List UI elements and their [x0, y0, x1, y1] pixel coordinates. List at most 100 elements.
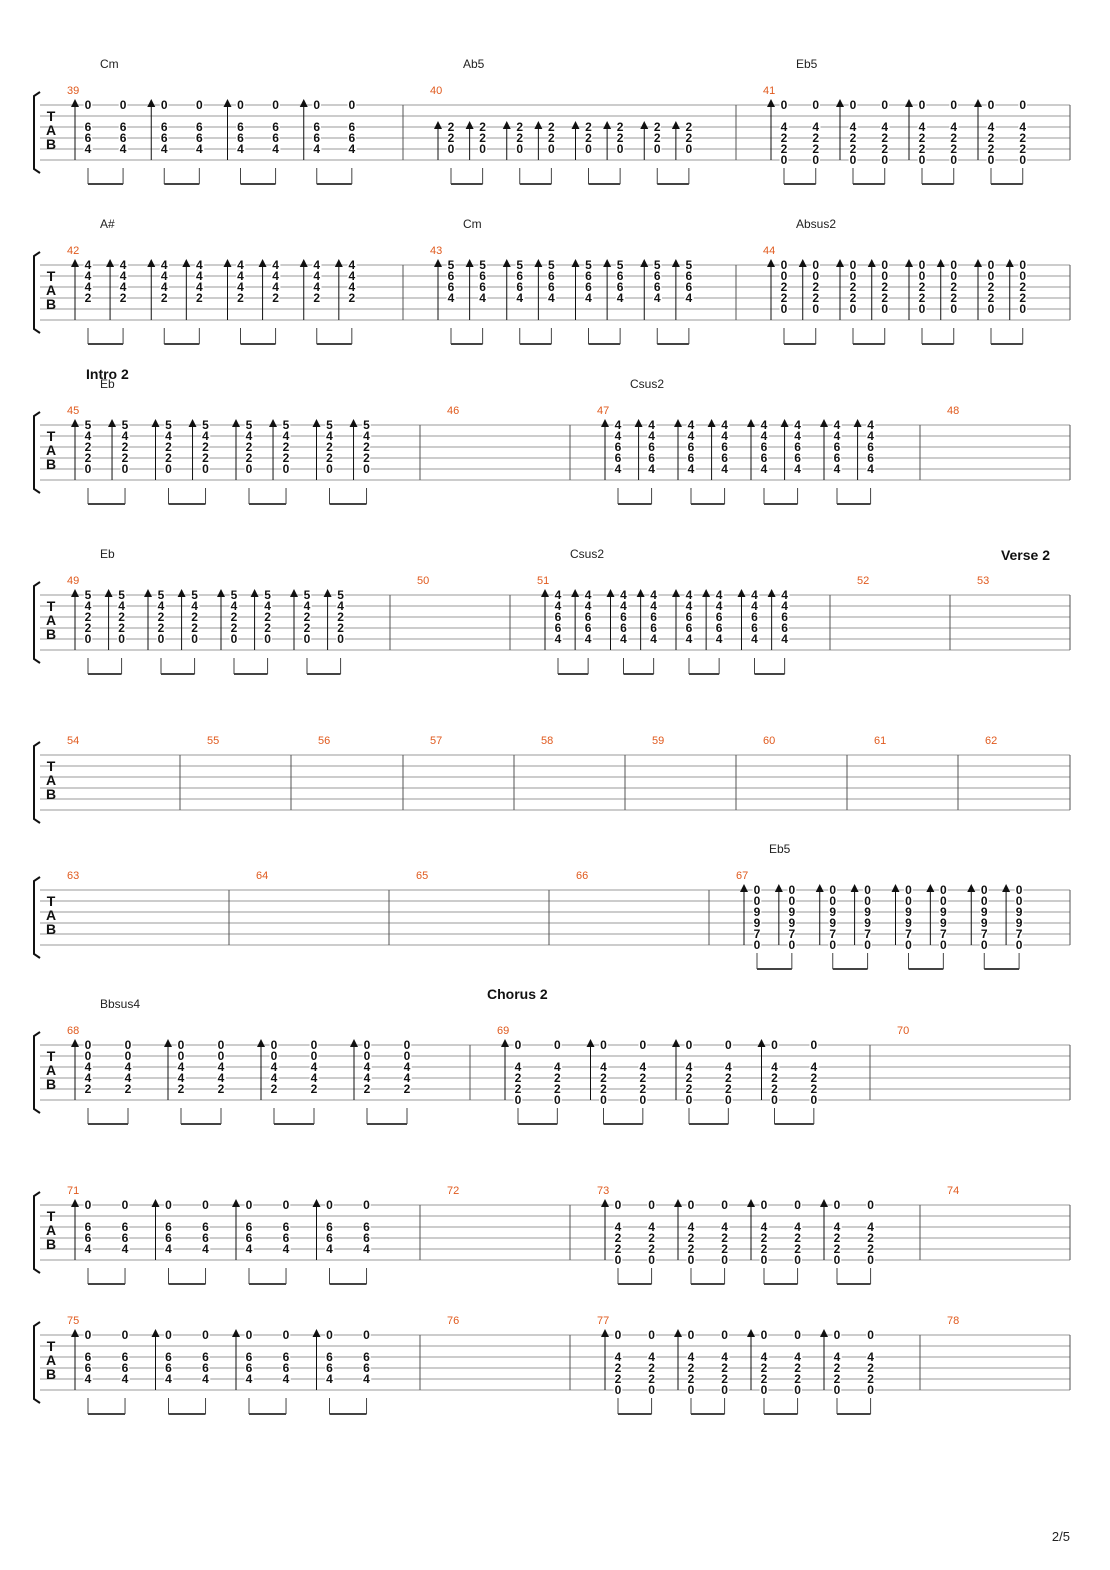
fret-number: 6 — [165, 1220, 172, 1234]
fret-number: 6 — [237, 120, 244, 134]
fret-number: 5 — [326, 418, 333, 432]
fret-number: 6 — [165, 1231, 172, 1245]
fret-number: 2 — [654, 131, 661, 145]
chord-name: Eb5 — [796, 57, 818, 71]
fret-number: 4 — [794, 462, 801, 476]
fret-number: 4 — [585, 632, 592, 646]
fret-number: 6 — [348, 131, 355, 145]
fret-number: 4 — [448, 291, 455, 305]
fret-number: 4 — [161, 258, 168, 272]
fret-number: 6 — [326, 1350, 333, 1364]
fret-number: 0 — [834, 1198, 841, 1212]
fret-number: 0 — [834, 1253, 841, 1267]
strum-up-arrow-icon — [108, 419, 117, 427]
fret-number: 6 — [686, 610, 693, 624]
fret-number: 0 — [479, 142, 486, 156]
fret-number: 4 — [620, 588, 627, 602]
fret-number: 5 — [231, 588, 238, 602]
fret-number: 2 — [950, 291, 957, 305]
fret-number: 6 — [448, 280, 455, 294]
fret-number: 6 — [585, 621, 592, 635]
fret-number: 0 — [761, 1328, 768, 1342]
fret-number: 2 — [313, 291, 320, 305]
fret-number: 4 — [761, 429, 768, 443]
fret-number: 9 — [754, 916, 761, 930]
fret-number: 2 — [264, 610, 271, 624]
strum-up-arrow-icon — [147, 259, 156, 267]
fret-number: 4 — [794, 1220, 801, 1234]
fret-number: 0 — [118, 632, 125, 646]
fret-number: 4 — [810, 1060, 817, 1074]
fret-number: 9 — [829, 916, 836, 930]
fret-number: 6 — [202, 1350, 209, 1364]
strum-up-arrow-icon — [312, 1329, 321, 1337]
strum-chord: 220 — [640, 119, 662, 184]
fret-number: 0 — [125, 1038, 132, 1052]
fret-number: 0 — [283, 1198, 290, 1212]
fret-number: 0 — [781, 269, 788, 283]
fret-number: 2 — [950, 142, 957, 156]
fret-number: 0 — [654, 142, 661, 156]
strum-up-arrow-icon — [104, 589, 113, 597]
strum-up-arrow-icon — [926, 884, 935, 892]
fret-number: 7 — [1016, 927, 1023, 941]
strum-up-arrow-icon — [774, 884, 783, 892]
fret-number: 4 — [761, 418, 768, 432]
fret-number: 2 — [165, 451, 172, 465]
fret-number: 2 — [988, 131, 995, 145]
measure-number: 74 — [947, 1185, 959, 1197]
fret-number: 6 — [648, 440, 655, 454]
measure-number: 73 — [597, 1185, 609, 1197]
fret-number: 4 — [688, 429, 695, 443]
strum-up-arrow-icon — [534, 259, 543, 267]
strum-up-arrow-icon — [867, 259, 876, 267]
strum-up-arrow-icon — [151, 1329, 160, 1337]
fret-number: 2 — [794, 1361, 801, 1375]
strum-up-arrow-icon — [850, 884, 859, 892]
fret-number: 6 — [326, 1220, 333, 1234]
strum-up-arrow-icon — [106, 259, 115, 267]
fret-number: 4 — [950, 120, 957, 134]
fret-number: 2 — [548, 131, 555, 145]
tab-clef-letter: A — [46, 282, 56, 298]
strum-up-arrow-icon — [707, 419, 716, 427]
fret-number: 2 — [867, 1361, 874, 1375]
strum-up-arrow-icon — [71, 1199, 79, 1207]
fret-number: 6 — [246, 1361, 253, 1375]
measure-number: 65 — [416, 870, 428, 882]
fret-number: 0 — [688, 1383, 695, 1397]
fret-number: 6 — [834, 440, 841, 454]
fret-number: 0 — [940, 894, 947, 908]
fret-number: 0 — [617, 142, 624, 156]
fret-number: 2 — [834, 1242, 841, 1256]
fret-number: 0 — [364, 1038, 371, 1052]
fret-number: 4 — [313, 258, 320, 272]
fret-number: 0 — [864, 938, 871, 952]
tab-clef-letter: A — [46, 122, 56, 138]
fret-number: 0 — [363, 1328, 370, 1342]
tab-clef-letter: T — [47, 268, 56, 284]
fret-number: 6 — [122, 1220, 129, 1234]
fret-number: 0 — [271, 1049, 278, 1063]
chord-name: Bbsus4 — [100, 997, 140, 1011]
fret-number: 4 — [246, 429, 253, 443]
fret-number: 2 — [721, 1242, 728, 1256]
